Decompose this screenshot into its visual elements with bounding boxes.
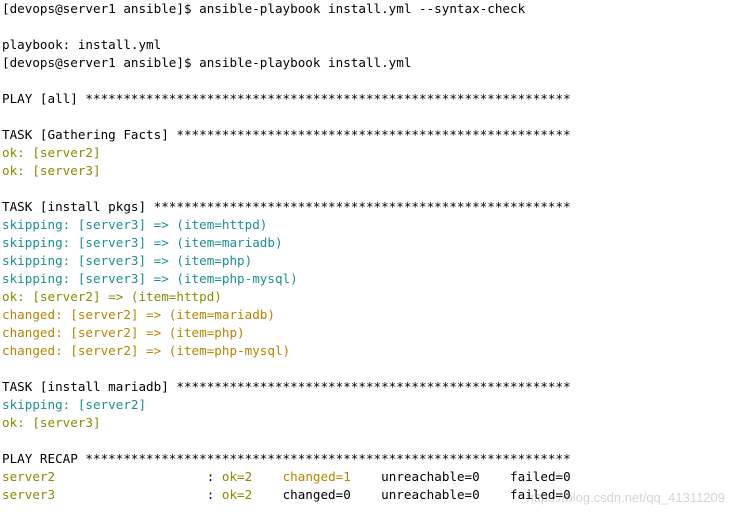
terminal-line: [devops@server1 ansible]$ ansible-playbo… (0, 0, 733, 18)
terminal-line: skipping: [server3] => (item=php) (0, 252, 733, 270)
terminal-token-default (252, 469, 282, 484)
terminal-token-skipping: skipping: [server3] => (item=php) (2, 253, 253, 268)
terminal-output: [devops@server1 ansible]$ ansible-playbo… (0, 0, 733, 504)
terminal-line: changed: [server2] => (item=php) (0, 324, 733, 342)
terminal-line: skipping: [server3] => (item=httpd) (0, 216, 733, 234)
terminal-line: skipping: [server2] (0, 396, 733, 414)
terminal-token-default: : (55, 487, 222, 502)
terminal-token-skipping: skipping: [server3] => (item=php-mysql) (2, 271, 298, 286)
terminal-token-default: [devops@server1 ansible]$ ansible-playbo… (2, 1, 526, 16)
terminal-token-ok: ok: [server2] => (item=httpd) (2, 289, 222, 304)
terminal-line: ok: [server3] (0, 162, 733, 180)
terminal-token-ok: ok: [server2] (2, 145, 101, 160)
terminal-token-ok: ok=2 (221, 487, 253, 502)
terminal-line: TASK [install mariadb] *****************… (0, 378, 733, 396)
terminal-token-default: TASK [install pkgs] ********************… (2, 199, 571, 214)
terminal-line: TASK [install pkgs] ********************… (0, 198, 733, 216)
terminal-line: skipping: [server3] => (item=php-mysql) (0, 270, 733, 288)
terminal-line: changed: [server2] => (item=php-mysql) (0, 342, 733, 360)
terminal-token-changed: changed: [server2] => (item=php-mysql) (2, 343, 291, 358)
terminal-line: changed: [server2] => (item=mariadb) (0, 306, 733, 324)
terminal-blank-line (0, 18, 733, 36)
terminal-line: ok: [server2] => (item=httpd) (0, 288, 733, 306)
terminal-token-default: [devops@server1 ansible]$ ansible-playbo… (2, 55, 412, 70)
terminal-token-default: : (55, 469, 222, 484)
terminal-token-ok: server2 (2, 469, 56, 484)
terminal-token-skipping: skipping: [server3] => (item=httpd) (2, 217, 268, 232)
terminal-token-ok: ok: [server3] (2, 415, 101, 430)
terminal-token-skipping: skipping: [server2] (2, 397, 147, 412)
terminal-line: PLAY [all] *****************************… (0, 90, 733, 108)
terminal-token-changed: changed: [server2] => (item=mariadb) (2, 307, 275, 322)
terminal-line: server3 : ok=2 changed=0 unreachable=0 f… (0, 486, 733, 504)
terminal-blank-line (0, 180, 733, 198)
terminal-token-default: TASK [Gathering Facts] *****************… (2, 127, 571, 142)
terminal-line: playbook: install.yml (0, 36, 733, 54)
terminal-token-default: playbook: install.yml (2, 37, 162, 52)
terminal-line: ok: [server3] (0, 414, 733, 432)
terminal-line: TASK [Gathering Facts] *****************… (0, 126, 733, 144)
terminal-blank-line (0, 432, 733, 450)
terminal-line: skipping: [server3] => (item=mariadb) (0, 234, 733, 252)
terminal-token-ok: ok=2 (221, 469, 253, 484)
terminal-token-default: unreachable=0 failed=0 (350, 469, 571, 484)
terminal-line: server2 : ok=2 changed=1 unreachable=0 f… (0, 468, 733, 486)
terminal-token-default: TASK [install mariadb] *****************… (2, 379, 571, 394)
terminal-token-skipping: skipping: [server3] => (item=mariadb) (2, 235, 283, 250)
terminal-token-ok: ok: [server3] (2, 163, 101, 178)
terminal-blank-line (0, 108, 733, 126)
terminal-token-default: changed=0 unreachable=0 failed=0 (252, 487, 571, 502)
terminal-token-changed: changed: [server2] => (item=php) (2, 325, 245, 340)
terminal-line: PLAY RECAP *****************************… (0, 450, 733, 468)
terminal-line: [devops@server1 ansible]$ ansible-playbo… (0, 54, 733, 72)
terminal-token-changed: changed=1 (282, 469, 351, 484)
terminal-token-ok: server3 (2, 487, 56, 502)
terminal-line: ok: [server2] (0, 144, 733, 162)
terminal-blank-line (0, 360, 733, 378)
terminal-token-default: PLAY RECAP *****************************… (2, 451, 571, 466)
terminal-blank-line (0, 72, 733, 90)
terminal-token-default: PLAY [all] *****************************… (2, 91, 571, 106)
